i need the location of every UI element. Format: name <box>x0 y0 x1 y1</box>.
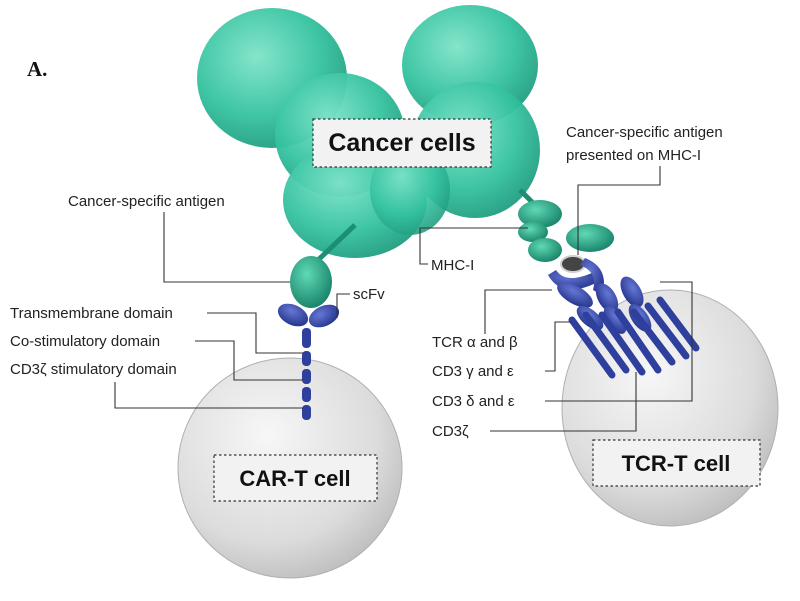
cd3z-stim-label: CD3ζ stimulatory domain <box>10 361 177 378</box>
transmembrane-leader <box>207 312 303 354</box>
scfv-right <box>308 304 340 328</box>
mhc-left <box>528 238 562 262</box>
car-construct <box>277 223 357 420</box>
cd3-ge-label: CD3 γ and ε <box>432 363 514 380</box>
mhc-label: MHC-I <box>431 257 474 274</box>
transmembrane-label: Transmembrane domain <box>10 305 173 322</box>
tcr-ab-leader <box>484 289 552 334</box>
cd3z-label: CD3ζ <box>432 423 469 440</box>
cd3z-leader <box>490 372 637 432</box>
cd3-de-label: CD3 δ and ε <box>432 393 515 410</box>
car-t-title: CAR-T cell <box>239 466 350 491</box>
cancer-cells-title: Cancer cells <box>328 129 475 157</box>
tcr-construct <box>518 188 700 379</box>
costim-label: Co-stimulatory domain <box>10 333 160 350</box>
scfv-leader <box>336 293 350 318</box>
scfv-label: scFv <box>353 286 385 303</box>
tcr-t-label-box <box>592 439 761 487</box>
mhc-leader <box>419 227 528 265</box>
tcr-antigen-leader <box>577 166 661 255</box>
cancer-cells-label-box <box>312 118 492 168</box>
tcr-antigen-label-line2: presented on MHC-I <box>566 147 701 164</box>
mhc-top <box>566 224 614 252</box>
car-antigen-label: Cancer-specific antigen <box>68 193 225 210</box>
car-t-label-box <box>213 454 378 502</box>
scfv-left <box>277 303 309 327</box>
tcr-antigen-label-line1: Cancer-specific antigen <box>566 124 723 141</box>
tcr-t-title: TCR-T cell <box>622 451 731 476</box>
car-antigen <box>290 256 332 308</box>
cd3-ge-leader <box>545 321 572 372</box>
cd3z-stim-leader <box>114 382 303 409</box>
car-antigen-leader <box>163 212 290 283</box>
tcr-ab-label: TCR α and β <box>432 334 518 351</box>
costim-leader <box>195 340 303 381</box>
panel-label: A. <box>27 57 47 81</box>
cd3-de-leader <box>545 281 693 402</box>
